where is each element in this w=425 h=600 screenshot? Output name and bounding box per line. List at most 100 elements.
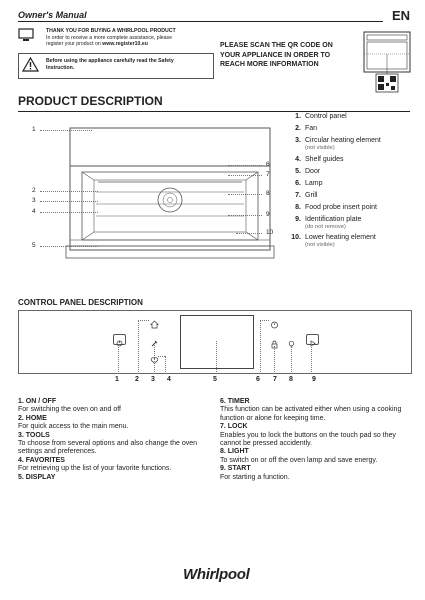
item-number: 8. — [295, 203, 301, 211]
cp-leader-7 — [274, 346, 275, 372]
display-screen — [180, 315, 254, 369]
warning-line1: Before using the appliance carefully rea… — [46, 58, 174, 64]
cp-number-5: 5 — [213, 376, 217, 383]
item-number: 9. — [295, 215, 301, 223]
cp-leader-4 — [165, 356, 166, 372]
item-number: 5. — [295, 167, 301, 175]
callout-9: 9 — [266, 211, 270, 218]
start-icon[interactable] — [306, 334, 319, 347]
item-note: (not visible) — [305, 242, 335, 248]
item-number: 3. — [295, 137, 301, 144]
callout-line-2 — [40, 191, 98, 192]
item-label: Shelf guides — [305, 155, 344, 163]
cp-number-4: 4 — [167, 376, 171, 383]
tools-icon[interactable] — [150, 335, 159, 353]
list-item: 7. Grill — [288, 191, 418, 200]
power-icon[interactable] — [113, 334, 126, 347]
callout-6: 6 — [266, 161, 270, 168]
callout-8: 8 — [266, 190, 270, 197]
cp-leader-8 — [291, 346, 292, 372]
cp-number-9: 9 — [312, 376, 316, 383]
item-note: (not visible) — [305, 145, 335, 151]
callout-line-10 — [236, 233, 262, 234]
desc-text: For quick access to the main menu. — [18, 423, 129, 431]
list-item: 1.Control panel — [288, 112, 418, 121]
warning-text: Before using the appliance carefully rea… — [46, 58, 206, 71]
desc-text: For switching the oven on and off — [18, 406, 121, 414]
cp-number-7: 7 — [273, 376, 277, 383]
callout-5: 5 — [32, 242, 36, 249]
header-rule — [18, 21, 383, 22]
notice-line2: register your product on — [46, 41, 103, 48]
item-label: Circular heating element — [305, 137, 381, 144]
warning-line2: Instruction. — [46, 64, 75, 71]
callout-line-5 — [40, 246, 98, 247]
warning-box — [18, 53, 214, 79]
cp-leader-3 — [154, 345, 155, 372]
callout-3: 3 — [32, 197, 36, 204]
callout-2: 2 — [32, 187, 36, 194]
callout-line-6 — [228, 165, 262, 166]
product-rule — [18, 111, 410, 112]
desc-text: For starting a function. — [220, 473, 290, 481]
item-number: 10. — [291, 234, 301, 241]
item-number: 7. — [295, 191, 301, 199]
item-note: (do not remove) — [305, 223, 346, 230]
oven-qr-illustration — [362, 30, 412, 99]
desc-title: 2. HOME — [18, 414, 47, 422]
notice-title: THANK YOU FOR BUYING A WHIRLPOOL PRODUCT — [46, 28, 176, 34]
oven-diagram — [30, 120, 280, 275]
manual-title: Owner's Manual — [18, 10, 87, 20]
cp-number-8: 8 — [289, 376, 293, 383]
desc-title: 7. LOCK — [220, 423, 248, 431]
desc-title: 9. START — [220, 465, 251, 473]
item-label: Door — [305, 167, 321, 175]
list-item: 2. Fan — [288, 124, 418, 133]
list-item: 6.Lamp — [288, 179, 418, 188]
list-item: 5. Door — [288, 167, 418, 176]
list-item: 4.Shelf guides — [288, 155, 418, 164]
callout-line-3 — [40, 201, 98, 202]
cp-leader-1 — [118, 344, 119, 372]
cp-number-3: 3 — [151, 376, 155, 383]
desc-text: For retrieving up the list of your favor… — [18, 465, 172, 473]
desc-title: 1. ON / OFF — [18, 398, 57, 405]
cp-leader-2 — [138, 321, 139, 372]
item-label: Lower heating element — [305, 234, 376, 241]
home-icon[interactable] — [150, 316, 159, 334]
item-label: Fan — [305, 125, 318, 132]
item-label: Food probe insert point — [305, 203, 377, 211]
desc-text: To switch on or off the oven lamp and sa… — [220, 456, 378, 464]
callout-line-8 — [228, 194, 262, 195]
callout-line-9 — [228, 215, 262, 216]
item-label: Grill — [305, 191, 318, 199]
list-item: 3. Circular heating element(not visible) — [288, 136, 418, 152]
warning-icon — [21, 56, 40, 77]
product-description-heading: PRODUCT DESCRIPTION — [18, 94, 163, 108]
callout-line-1 — [40, 130, 92, 131]
cp-number-6: 6 — [256, 376, 260, 383]
cp-leader-4h — [158, 356, 165, 357]
desc-text: This function can be activated either wh… — [220, 406, 402, 422]
language-code: EN — [392, 8, 411, 23]
desc-title: 5. DISPLAY — [18, 473, 56, 481]
list-item: 8. Food probe insert point — [288, 203, 418, 212]
list-item: 9. Identification plate(do not remove) — [288, 215, 418, 231]
notice-line1: In order to receive a more complete assi… — [46, 34, 173, 41]
whirlpool-logo: Whirlpool — [183, 566, 250, 583]
callout-4: 4 — [32, 208, 36, 215]
parts-list: 1.Control panel 2. Fan 3. Circular heating… — [288, 112, 418, 252]
timer-icon[interactable] — [270, 316, 279, 334]
item-number: 2. — [295, 125, 301, 132]
desc-text: To choose from several options and also … — [18, 440, 198, 456]
item-label: Identification plate — [305, 215, 362, 223]
descriptions-left: 1. ON / OFF For switching the oven on an… — [18, 398, 213, 482]
cp-leader-5 — [216, 341, 217, 372]
cp-number-2: 2 — [135, 376, 139, 383]
item-number: 1. — [295, 113, 301, 120]
cp-leader-6h — [260, 320, 269, 321]
item-label: Lamp — [305, 179, 323, 187]
desc-title: 3. TOOLS — [18, 431, 50, 439]
computer-icon — [18, 28, 34, 47]
desc-title: 6. TIMER — [220, 398, 250, 405]
